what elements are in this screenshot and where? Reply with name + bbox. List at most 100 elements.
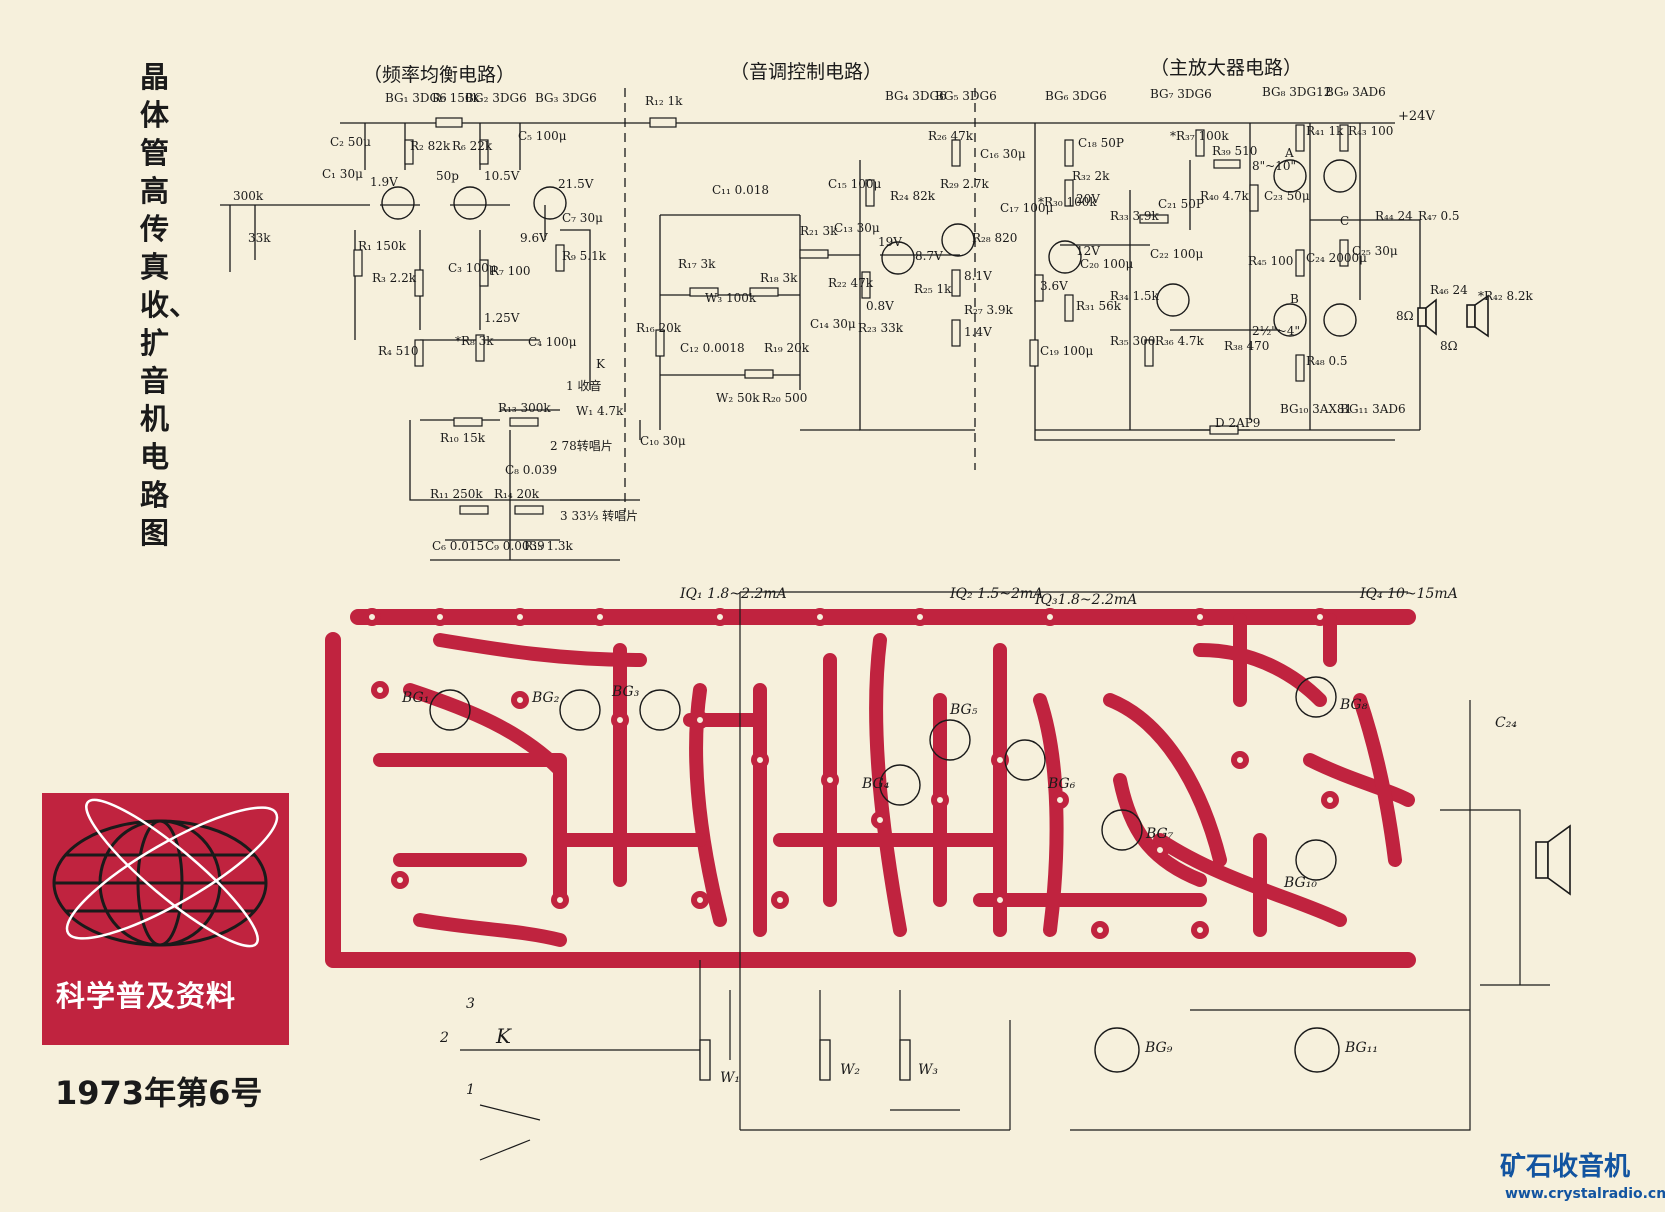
schematic-label: C₂₁ 50P — [1158, 197, 1204, 211]
schematic-label: R₃₃ 3.9k — [1110, 209, 1159, 223]
schematic-label: C₁₄ 30μ — [810, 317, 856, 331]
globe-icon — [52, 798, 279, 948]
schematic-label: 12V — [1076, 244, 1100, 258]
schematic-label: BG₈ 3DG12 — [1262, 85, 1332, 99]
schematic-label: R₃ 2.2k — [372, 271, 417, 285]
schematic-label: R₁₂ 1k — [645, 94, 683, 108]
schematic-label: 0.8V — [866, 299, 894, 313]
pcb-label: IQ₃1.8~2.2mA — [1035, 592, 1138, 608]
schematic-label: C₂ 50μ — [330, 135, 371, 149]
speaker-icon — [1417, 294, 1571, 896]
schematic-label: C₂₀ 100μ — [1080, 257, 1134, 271]
schematic-label: R₃₉ 510 — [1212, 144, 1258, 158]
pcb-label: IQ₁ 1.8~2.2mA — [680, 586, 787, 602]
schematic-label: R₁₄ 20k — [494, 487, 540, 501]
schematic-label: C₁ 30μ — [322, 167, 363, 181]
schematic-label: 10.5V — [484, 169, 520, 183]
schematic-label: C₈ 0.039 — [505, 463, 558, 477]
pcb-label: 2 — [440, 1030, 449, 1046]
pcb-label: BG₁₁ — [1345, 1040, 1378, 1056]
schematic-label: B — [1290, 292, 1299, 306]
schematic-label: R₂₇ 3.9k — [964, 303, 1013, 317]
schematic-label: R₃₅ 300 — [1110, 334, 1156, 348]
schematic-label: R₃₁ 56k — [1076, 299, 1122, 313]
schematic-label: C₂₃ 50μ — [1264, 189, 1310, 203]
schematic-label: R₄₃ 100 — [1348, 124, 1394, 138]
schematic-label: R₁₇ 3k — [678, 257, 716, 271]
section-eq-label: （频率均衡电路） — [363, 64, 516, 86]
schematic-label: 2 78转唱片 — [550, 439, 613, 453]
schematic-label: R₂ 82k — [410, 139, 451, 153]
schematic-label: 33k — [248, 231, 271, 245]
schematic-label: C₂₅ 30μ — [1352, 244, 1398, 258]
schematic-label: R₆ 22k — [452, 139, 493, 153]
schematic-label: C₁₁ 0.018 — [712, 183, 769, 197]
pcb-label: 3 — [466, 996, 475, 1012]
schematic-label: C₁₇ 100μ — [1000, 201, 1054, 215]
pcb-pots — [699, 1039, 911, 1081]
schematic-label: C₁₀ 30μ — [640, 434, 686, 448]
schematic-label: R₃₂ 2k — [1072, 169, 1110, 183]
schematic-label: BG₁ 3DG6 — [385, 91, 447, 105]
pcb-label: BG₄ — [862, 776, 890, 792]
schematic-label: 1 收音 — [566, 379, 602, 393]
schematic-label: R₂₉ 2.7k — [940, 177, 989, 191]
schematic-label: 1.9V — [370, 175, 398, 189]
supply-label: +24V — [1398, 109, 1435, 124]
schematic-label: R₉ 5.1k — [562, 249, 607, 263]
schematic-label: K — [596, 357, 605, 371]
publication-name: 科学普及资料 — [56, 979, 237, 1013]
schematic-label: R₁₃ 300k — [498, 401, 551, 415]
schematic-label: BG₅ 3DG6 — [935, 89, 997, 103]
schematic-label: 8Ω — [1396, 309, 1414, 323]
schematic-label: R₁₆ 20k — [636, 321, 682, 335]
schematic-label: R₂₄ 82k — [890, 189, 936, 203]
schematic-label: C₁₉ 100μ — [1040, 344, 1094, 358]
schematic-label: R₂₈ 820 — [972, 231, 1018, 245]
pcb-label: BG₆ — [1048, 776, 1076, 792]
pcb-label: BG₁ — [402, 690, 430, 706]
schematic-label: R₂₃ 33k — [858, 321, 904, 335]
pcb-label: W₁ — [720, 1070, 741, 1086]
schematic-label: R₁₁ 250k — [430, 487, 483, 501]
section-tone-label: （音调控制电路） — [730, 61, 883, 83]
schematic-label: W₂ 50k — [716, 391, 760, 405]
schematic-label: 2½"~4" — [1252, 324, 1300, 338]
cover-logo: 科学普及资料 — [42, 793, 289, 1045]
pcb-label: BG₅ — [950, 702, 978, 718]
pcb-label: W₃ — [918, 1062, 939, 1078]
schematic-label: 1.4V — [964, 325, 992, 339]
schematic-wiring — [220, 88, 1421, 561]
schematic-label: R₁₈ 3k — [760, 271, 798, 285]
schematic-label: C₁₂ 0.0018 — [680, 341, 745, 355]
schematic-label: R₄ 510 — [378, 344, 419, 358]
schematic-label: R₃₆ 4.7k — [1155, 334, 1204, 348]
pcb-label: C₂₄ — [1495, 715, 1517, 731]
pcb-traces — [325, 609, 1416, 968]
schematic-label: 8.1V — [964, 269, 992, 283]
pcb-wiring — [460, 591, 1550, 1161]
schematic-label: R₁₀ 15k — [440, 431, 486, 445]
pcb-label: IQ₄ 10~15mA — [1360, 586, 1458, 602]
pcb-label: BG₃ — [612, 684, 640, 700]
schematic-label: D 2AP9 — [1215, 416, 1261, 430]
schematic-label: BG₉ 3AD6 — [1325, 85, 1386, 99]
schematic-label: C₁₈ 50P — [1078, 136, 1124, 150]
schematic-label: *R₃₇ 100k — [1170, 129, 1229, 143]
schematic-label: R₄₇ 0.5 — [1418, 209, 1460, 223]
page-title: 晶体管高传真收、扩音机电路图 — [140, 60, 199, 550]
pcb-label: K — [496, 1024, 511, 1048]
schematic-label: 1.25V — [484, 311, 520, 325]
schematic-label: C₁₅ 100μ — [828, 177, 882, 191]
schematic-transistors — [381, 159, 1357, 337]
pcb-label: IQ₂ 1.5~2mA — [950, 586, 1044, 602]
schematic-label: C₂₄ 2000μ — [1306, 251, 1367, 265]
schematic-label: C₂₂ 100μ — [1150, 247, 1204, 261]
schematic-label: C₆ 0.015 — [432, 539, 485, 553]
schematic-label: BG₁₁ 3AD6 — [1340, 402, 1406, 416]
schematic-label: 21.5V — [558, 177, 594, 191]
pcb-label: W₂ — [840, 1062, 861, 1078]
pcb-label: BG₁₀ — [1284, 875, 1317, 891]
schematic-label: R₁₉ 20k — [764, 341, 810, 355]
